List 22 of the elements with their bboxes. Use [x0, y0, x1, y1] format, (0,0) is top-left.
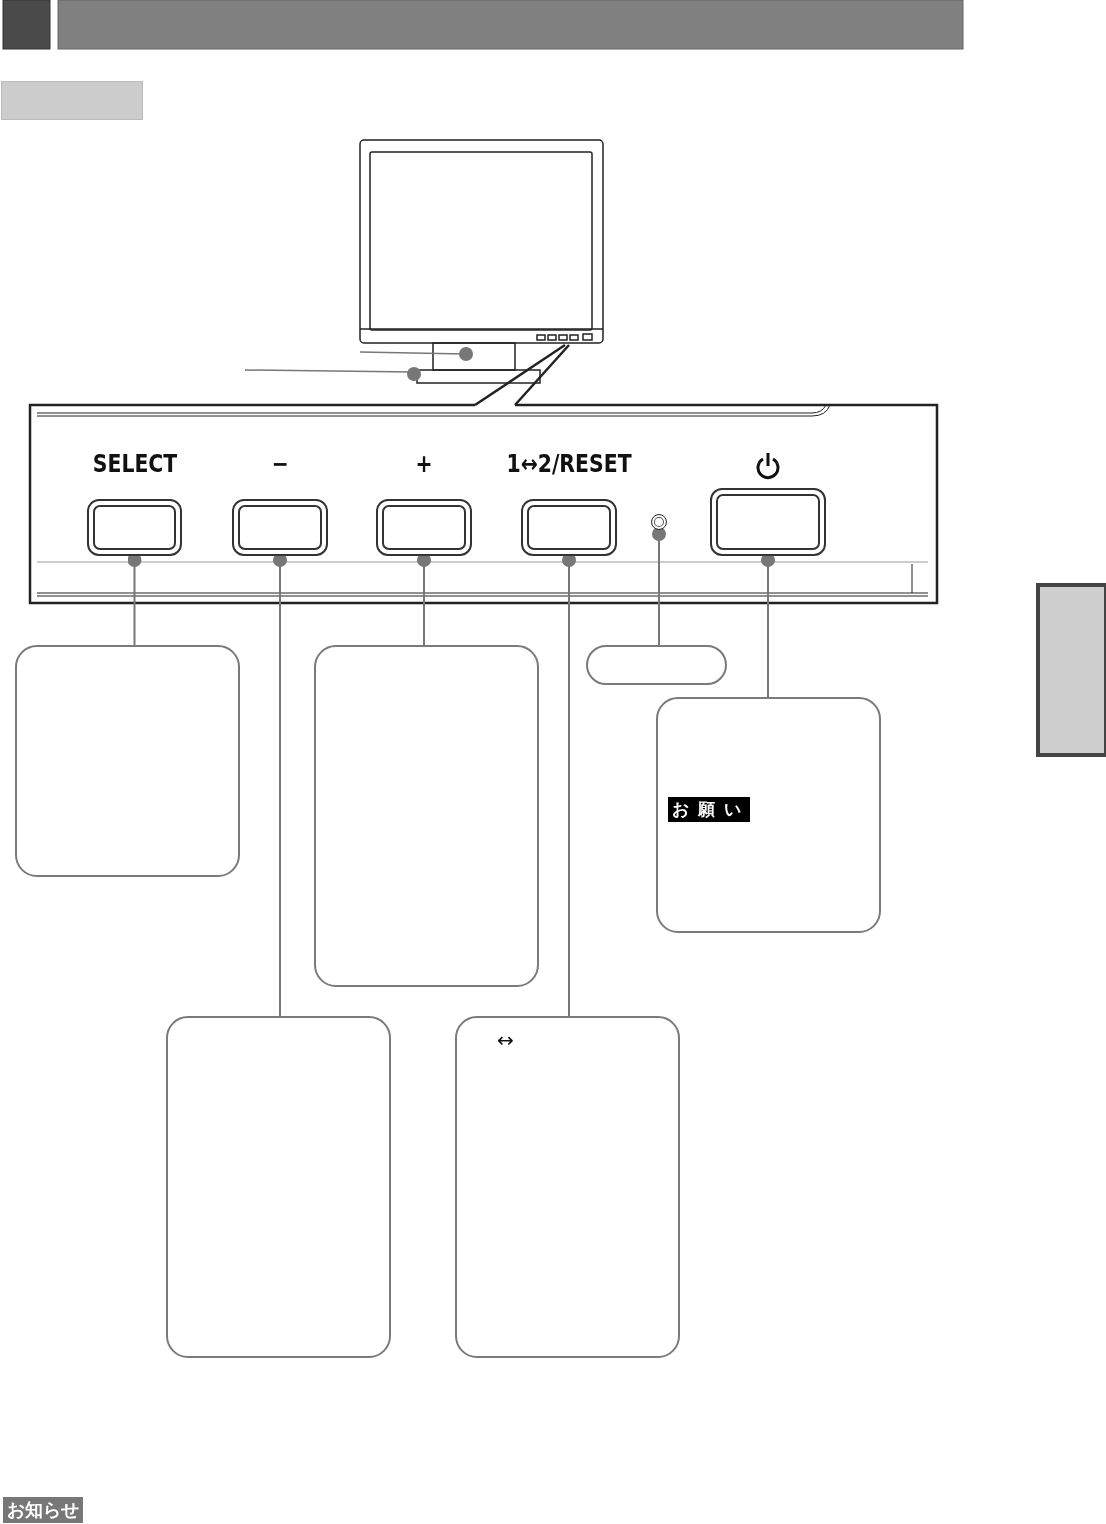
button-label: 1↔2/RESET	[506, 450, 632, 478]
leader-line	[417, 553, 431, 646]
button-label: −	[271, 450, 289, 478]
indicator-lamp	[651, 514, 667, 530]
subheading-bar	[1, 81, 143, 120]
button-label: +	[415, 450, 433, 478]
notice-heading: お知らせ	[3, 1497, 83, 1523]
leader-line	[761, 553, 775, 698]
leader-line	[127, 553, 142, 646]
callout-box	[455, 1016, 680, 1358]
callout-box	[314, 645, 539, 987]
symbol-text: ↔	[497, 1028, 514, 1052]
callout-box	[586, 645, 727, 685]
leader-line	[273, 553, 287, 1017]
callout-box	[656, 697, 881, 933]
callout-box	[15, 645, 240, 877]
side-tab	[1036, 583, 1106, 757]
leader-line	[652, 527, 666, 646]
notice-label: お願い	[668, 797, 750, 822]
callout-box	[166, 1016, 391, 1358]
button-label: SELECT	[92, 450, 177, 478]
leader-line	[562, 553, 576, 1017]
